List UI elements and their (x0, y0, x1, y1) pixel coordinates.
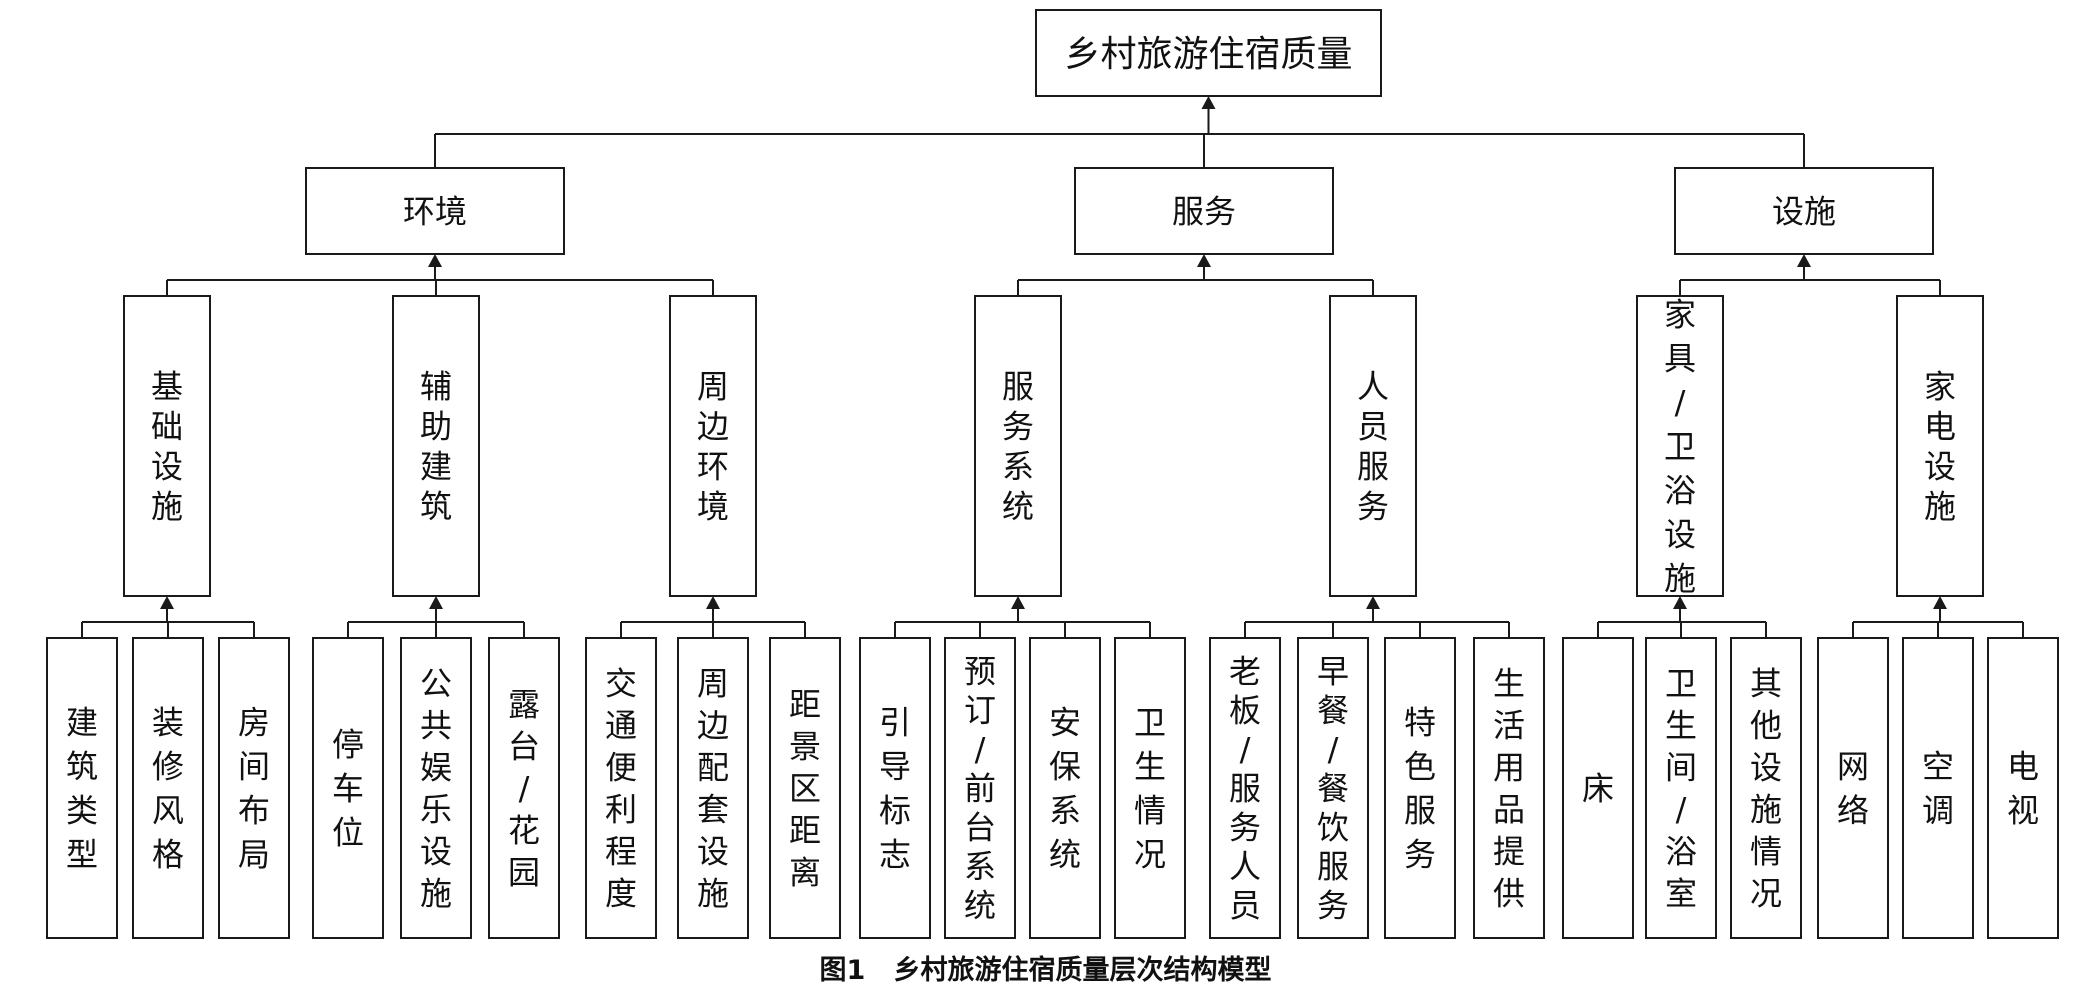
indicator-node (1817, 637, 1889, 939)
subcategory-node (123, 295, 211, 597)
indicator-node-label: 距景区距离 (789, 686, 821, 892)
indicator-node (488, 637, 560, 939)
indicator-node-label: 早餐/餐饮服务 (1317, 653, 1349, 925)
root-node (1035, 9, 1382, 97)
indicator-node (1029, 637, 1101, 939)
indicator-node (677, 637, 749, 939)
indicator-node-label: 公共娱乐设施 (420, 665, 452, 913)
indicator-node (1297, 637, 1369, 939)
indicator-node (769, 637, 841, 939)
indicator-node (400, 637, 472, 939)
subcategory-node-label: 人员服务 (1357, 368, 1389, 526)
subcategory-arrow (1673, 596, 1687, 609)
indicator-node-label: 老板/服务人员 (1229, 653, 1261, 925)
subcategory-node-label: 家电设施 (1924, 368, 1956, 526)
indicator-node-label: 安保系统 (1049, 704, 1081, 874)
subcategory-arrow (1011, 596, 1025, 609)
indicator-node (1730, 637, 1802, 939)
indicator-node (1473, 637, 1545, 939)
root-arrow (1201, 96, 1216, 109)
indicator-node-label: 周边配套设施 (697, 665, 729, 913)
indicator-node-label: 电视 (2007, 748, 2039, 830)
category-arrow (1197, 254, 1211, 267)
category-node-label: 环境 (403, 193, 467, 231)
subcategory-arrow (160, 596, 174, 609)
indicator-node (1114, 637, 1186, 939)
indicator-node (218, 637, 290, 939)
subcategory-node (974, 295, 1062, 597)
indicator-node (132, 637, 204, 939)
indicator-node-label: 生活用品提供 (1493, 665, 1525, 913)
figure-title: 乡村旅游住宿质量层次结构模型 (893, 955, 1272, 986)
subcategory-node (1636, 295, 1724, 597)
indicator-node-label: 网络 (1837, 748, 1869, 830)
indicator-node-label: 卫生情况 (1134, 704, 1166, 874)
subcategory-node (392, 295, 480, 597)
indicator-node (944, 637, 1016, 939)
indicator-node (859, 637, 931, 939)
subcategory-node (1896, 295, 1984, 597)
category-node-label: 设施 (1772, 193, 1836, 231)
indicator-node-label: 交通便利程度 (605, 665, 637, 913)
category-node-label: 服务 (1172, 193, 1236, 231)
indicator-node-label: 特色服务 (1404, 704, 1436, 874)
subcategory-node-label: 基础设施 (151, 368, 183, 526)
category-arrow (1797, 254, 1811, 267)
subcategory-node-label: 辅助建筑 (420, 368, 452, 526)
indicator-node (585, 637, 657, 939)
indicator-node (1562, 637, 1634, 939)
figure-caption: 图1 乡村旅游住宿质量层次结构模型 (0, 948, 2091, 987)
indicator-node (46, 637, 118, 939)
indicator-node (1902, 637, 1974, 939)
indicator-node (1384, 637, 1456, 939)
subcategory-arrow (706, 596, 720, 609)
indicator-node (312, 637, 384, 939)
subcategory-arrow (1366, 596, 1380, 609)
indicator-node-label: 预订/前台系统 (964, 653, 996, 925)
figure-number: 图1 (819, 955, 866, 986)
indicator-node-label: 房间布局 (238, 704, 270, 874)
subcategory-node-label: 周边环境 (697, 368, 729, 526)
root-node-label: 乡村旅游住宿质量 (1064, 34, 1352, 75)
subcategory-arrow (429, 596, 443, 609)
indicator-node-label: 露台/花园 (508, 686, 540, 892)
indicator-node-label: 床 (1582, 770, 1614, 808)
indicator-node-label: 装修风格 (152, 704, 184, 874)
subcategory-node (669, 295, 757, 597)
subcategory-node (1329, 295, 1417, 597)
indicator-node-label: 卫生间/浴室 (1665, 665, 1697, 913)
indicator-node-label: 建筑类型 (66, 704, 98, 874)
category-arrow (428, 254, 442, 267)
indicator-node (1987, 637, 2059, 939)
subcategory-node-label: 服务系统 (1002, 368, 1034, 526)
category-node (1074, 167, 1334, 255)
indicator-node-label: 其他设施情况 (1750, 665, 1782, 913)
subcategory-node-label: 家具/卫浴设施 (1664, 296, 1696, 598)
indicator-node-label: 空调 (1922, 748, 1954, 830)
subcategory-arrow (1933, 596, 1947, 609)
indicator-node-label: 停车位 (332, 726, 364, 852)
category-node (1674, 167, 1934, 255)
indicator-node (1209, 637, 1281, 939)
indicator-node-label: 引导标志 (879, 704, 911, 874)
indicator-node (1645, 637, 1717, 939)
